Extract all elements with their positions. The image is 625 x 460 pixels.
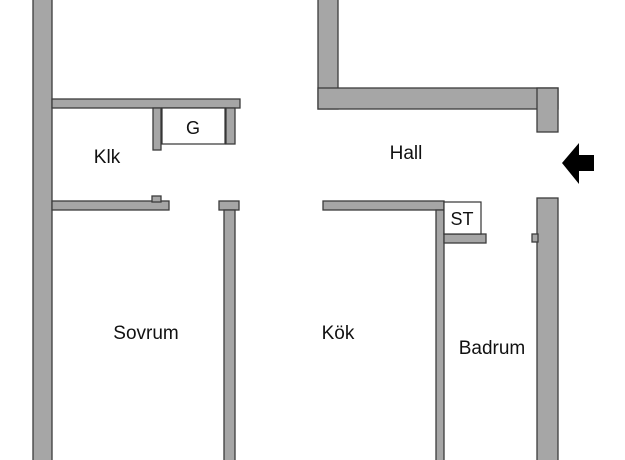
wall-sovrum-kok-cap: [218, 200, 240, 211]
wall-right-lower-jamb: [531, 233, 539, 243]
wall-closet-left: [152, 107, 162, 151]
room-label-kok: Kök: [322, 323, 355, 344]
closet-box: [161, 107, 226, 145]
wall-kok-top: [322, 200, 445, 211]
walls: [32, 0, 559, 460]
room-label-klk: Klk: [94, 147, 121, 168]
wall-klk-top: [51, 98, 241, 109]
wall-top-horizontal: [317, 87, 559, 110]
wall-right-lower: [536, 197, 559, 460]
closet-label: G: [186, 118, 200, 138]
storage-box: [443, 201, 482, 235]
room-label-sovrum: Sovrum: [113, 323, 178, 344]
wall-storage-bottom: [443, 233, 487, 244]
room-label-badrum: Badrum: [459, 338, 526, 359]
storage-label: ST: [450, 209, 473, 229]
wall-sovrum-kok: [223, 209, 236, 460]
wall-kok-badrum: [435, 209, 445, 460]
wall-right-upper: [536, 87, 559, 133]
storage-cabinet: ST: [443, 201, 482, 235]
wall-closet-right: [225, 107, 236, 145]
closet-garderob: G: [161, 107, 226, 145]
entrance-arrow-icon: [562, 143, 594, 184]
wall-klk-bottom: [51, 200, 170, 211]
wall-outer-left: [32, 0, 53, 460]
wall-klk-bottom-bump: [151, 195, 162, 203]
room-label-hall: Hall: [390, 143, 423, 164]
